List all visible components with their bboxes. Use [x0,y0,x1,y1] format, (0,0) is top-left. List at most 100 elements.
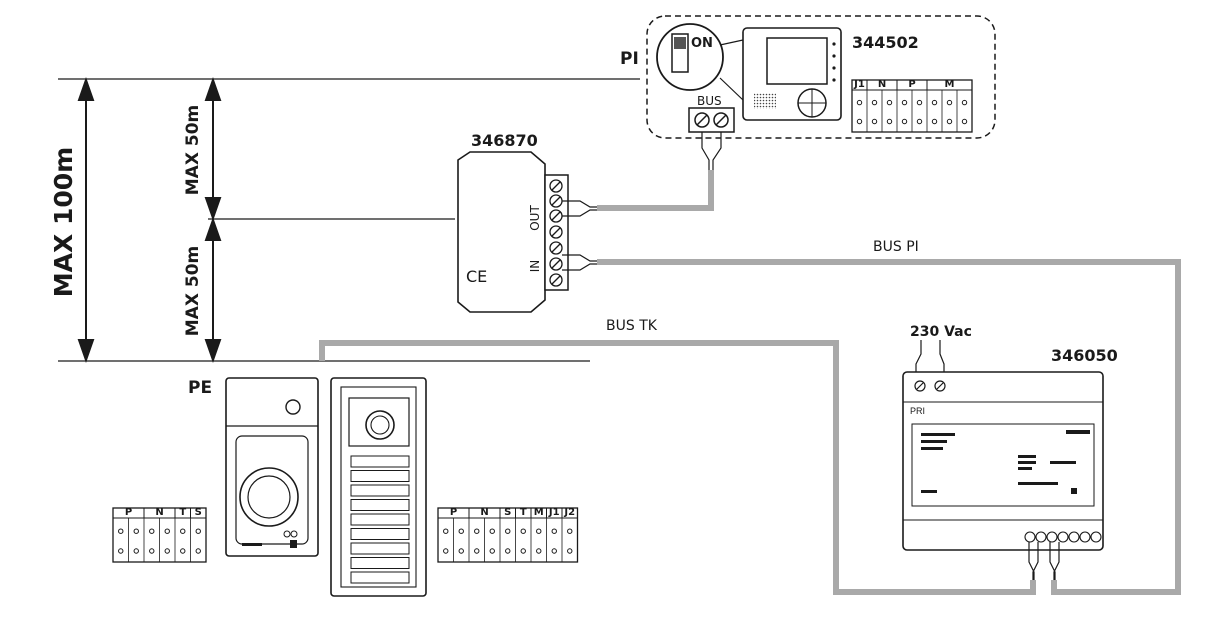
camera-lens-icon [285,399,301,415]
terminal-label: S [195,507,202,518]
terminal-point [443,548,449,554]
terminal-point [489,548,495,554]
call-button[interactable] [350,470,410,482]
terminal-label: M [534,507,544,518]
bus-pi-label: BUS PI [873,239,919,255]
dimension-total [77,76,95,364]
bus-terminal-label: BUS [697,94,722,108]
terminal-point [551,528,557,534]
terminal-point [856,99,863,106]
output-wires [1028,542,1060,580]
dimension-lower [204,216,222,364]
terminal-point [901,99,908,106]
terminal-point [164,548,170,554]
call-button[interactable] [350,528,410,540]
repeater-body [457,151,546,313]
monitor-terminal-block: J1 N P M [851,79,973,133]
terminal-label: N [155,507,163,518]
terminal-point [180,528,186,534]
terminal-point [505,528,511,534]
bus-terminal-wires [701,132,722,170]
terminal-label: N [480,507,488,518]
call-button[interactable] [350,542,410,555]
terminal-point [567,528,573,534]
switch-toggle[interactable] [674,37,686,49]
terminal-point [886,99,893,106]
terminal-point [916,99,923,106]
entrance-panel [225,377,427,597]
wire-bus-tk [319,340,1036,595]
terminal-label: N [878,79,886,90]
call-button[interactable] [350,571,410,584]
terminal-point [505,548,511,554]
call-button[interactable] [350,484,410,497]
terminal-point [489,528,495,534]
monitor-side-buttons [832,42,836,82]
bus-tk-label: BUS TK [606,318,658,334]
repeater-wires [562,200,597,271]
terminal-point [133,548,139,554]
bus-terminal-screws [694,112,729,128]
output-screws [1024,531,1102,543]
terminal-label: M [945,79,955,90]
terminal-point [520,528,526,534]
terminal-point [195,548,201,554]
terminal-point [180,548,186,554]
terminal-point [856,118,863,125]
supply-screws [914,380,946,392]
pi-label: PI [620,49,639,69]
terminal-point [567,548,573,554]
terminal-point [118,548,124,554]
monitor-dashed-box [646,15,996,139]
call-button[interactable] [350,455,410,468]
terminal-label: J1 [853,79,865,90]
terminal-point [886,118,893,125]
terminal-point [458,528,464,534]
monitor-screen [766,37,828,85]
wire-repeater-to-monitor [597,170,714,211]
supply-voltage-label: 230 Vac [910,324,972,340]
power-supply-code: 346050 [1051,346,1118,365]
terminal-point [961,118,968,125]
terminal-label: T [520,507,527,518]
terminal-label: J2 [563,507,575,518]
power-supply-label-plate [911,423,1095,507]
terminal-point [133,528,139,534]
repeater: 346870 CE OUT IN [457,131,597,313]
monitor-code: 344502 [852,33,919,52]
terminal-point [551,548,557,554]
bus-wires [319,170,1181,595]
terminal-point [443,528,449,534]
terminal-point [520,548,526,554]
dimension-upper [204,76,222,222]
ce-mark: CE [466,267,487,286]
terminal-point [536,528,542,534]
terminal-label: P [908,79,915,90]
in-label: IN [528,260,542,273]
max-upper-label: MAX 50m [183,105,203,195]
terminal-point [149,548,155,554]
monitor-speaker [754,93,776,109]
terminal-point [946,118,953,125]
switch-detail-circle [656,23,724,91]
call-button[interactable] [350,499,410,511]
max-total-label: MAX 100m [49,147,78,297]
terminal-point [931,99,938,106]
call-button[interactable] [350,513,410,526]
terminal-point [474,528,480,534]
power-supply: 346050 230 Vac PRI [902,324,1118,580]
pe-label: PE [188,378,212,398]
switch-on-label: ON [691,36,713,51]
call-button[interactable] [350,557,410,569]
terminal-label: J1 [548,507,560,518]
call-buttons[interactable] [350,455,410,584]
out-label: OUT [528,205,542,231]
terminal-label: P [125,507,132,518]
pri-label: PRI [910,406,925,416]
terminal-point [474,548,480,554]
terminal-point [916,118,923,125]
terminal-label: S [504,507,511,518]
terminal-point [931,118,938,125]
